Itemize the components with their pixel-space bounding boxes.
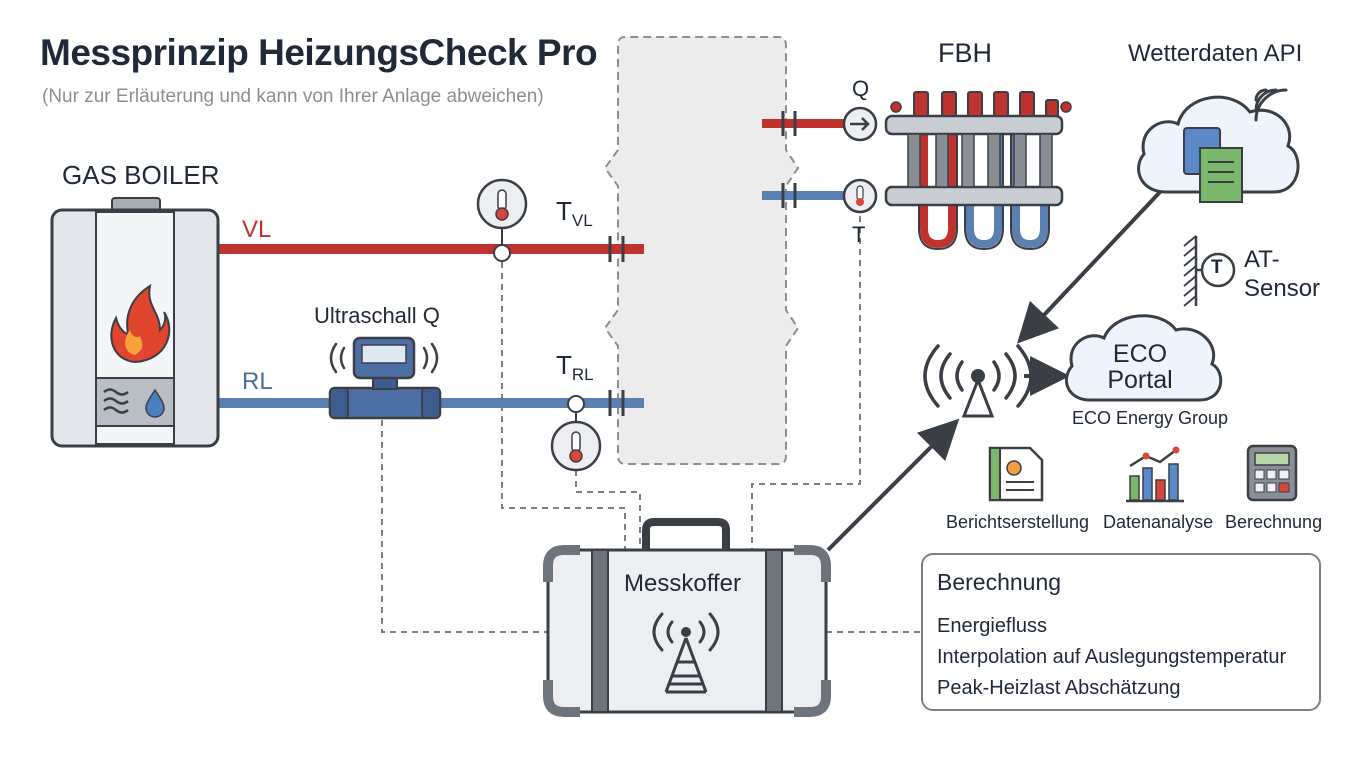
calculation-box: Berechnung Energiefluss Interpolation au… <box>921 553 1321 711</box>
fbh-return-pipe <box>762 191 844 200</box>
gas-boiler <box>50 197 220 448</box>
service-analysis-label: Datenanalyse <box>1103 512 1214 532</box>
weather-cloud-icon <box>1137 88 1300 203</box>
calculator-icon <box>1246 444 1298 502</box>
fbh-t-label: T <box>852 222 866 247</box>
case-to-antenna-arrow <box>826 418 960 552</box>
ultrasonic-flow-meter <box>328 336 442 420</box>
fbh-temperature-sensor <box>842 178 878 214</box>
pipe-break-panel <box>603 36 800 465</box>
calculation-item: Interpolation auf Auslegungstemperatur <box>937 646 1287 668</box>
boiler-label: GAS BOILER <box>62 160 220 190</box>
page-title: Messprinzip HeizungsCheck Pro <box>40 32 598 73</box>
radio-tower-icon <box>652 612 720 694</box>
calculation-item: Energiefluss <box>937 615 1048 637</box>
at-sensor-label-1: AT- <box>1244 246 1280 273</box>
supply-pipe <box>216 244 644 254</box>
report-icon <box>988 446 1044 502</box>
fbh-supply-pipe <box>762 119 844 128</box>
flow-meter-label: Ultraschall Q <box>314 303 440 328</box>
water-drop-icon <box>145 388 165 418</box>
eco-portal-line1: ECO <box>1112 340 1168 368</box>
wifi-signal-icon <box>1254 88 1288 122</box>
fbh-label: FBH <box>938 38 992 68</box>
measurement-case <box>543 518 831 717</box>
calculation-item: Peak-Heizlast Abschätzung <box>937 677 1181 699</box>
calculation-box-title: Berechnung <box>937 569 1062 595</box>
service-calculation-label: Berechnung <box>1225 512 1323 532</box>
page-subtitle: (Nur zur Erläuterung und kann von Ihrer … <box>42 86 544 107</box>
case-label: Messkoffer <box>624 570 741 597</box>
eco-group-label: ECO Energy Group <box>1072 408 1229 428</box>
eco-portal-line2: Portal <box>1107 366 1173 394</box>
fbh-manifold <box>884 91 1072 251</box>
fbh-q-label: Q <box>852 76 870 101</box>
supply-temperature-sensor <box>476 178 528 262</box>
antenna-icon <box>923 344 1033 418</box>
supply-temp-label: TVL <box>556 196 593 231</box>
outdoor-temperature-sensor <box>1183 235 1236 307</box>
supply-line-label: VL <box>242 216 272 243</box>
at-sensor-icon-letter: T <box>1211 257 1223 278</box>
data-analysis-icon <box>1126 446 1184 503</box>
service-report-label: Berichtserstellung <box>946 512 1090 532</box>
heat-waves-icon <box>103 388 129 414</box>
return-temperature-sensor <box>550 395 602 472</box>
return-line-label: RL <box>242 368 273 395</box>
fbh-flow-meter <box>842 106 878 142</box>
weather-api-label: Wetterdaten API <box>1128 40 1303 67</box>
signal-lines <box>381 216 921 633</box>
weather-to-antenna-arrow <box>1017 190 1162 344</box>
return-temp-label: TRL <box>556 350 594 385</box>
at-sensor-label-2: Sensor <box>1244 275 1321 302</box>
eco-portal-cloud-icon <box>1065 314 1223 402</box>
